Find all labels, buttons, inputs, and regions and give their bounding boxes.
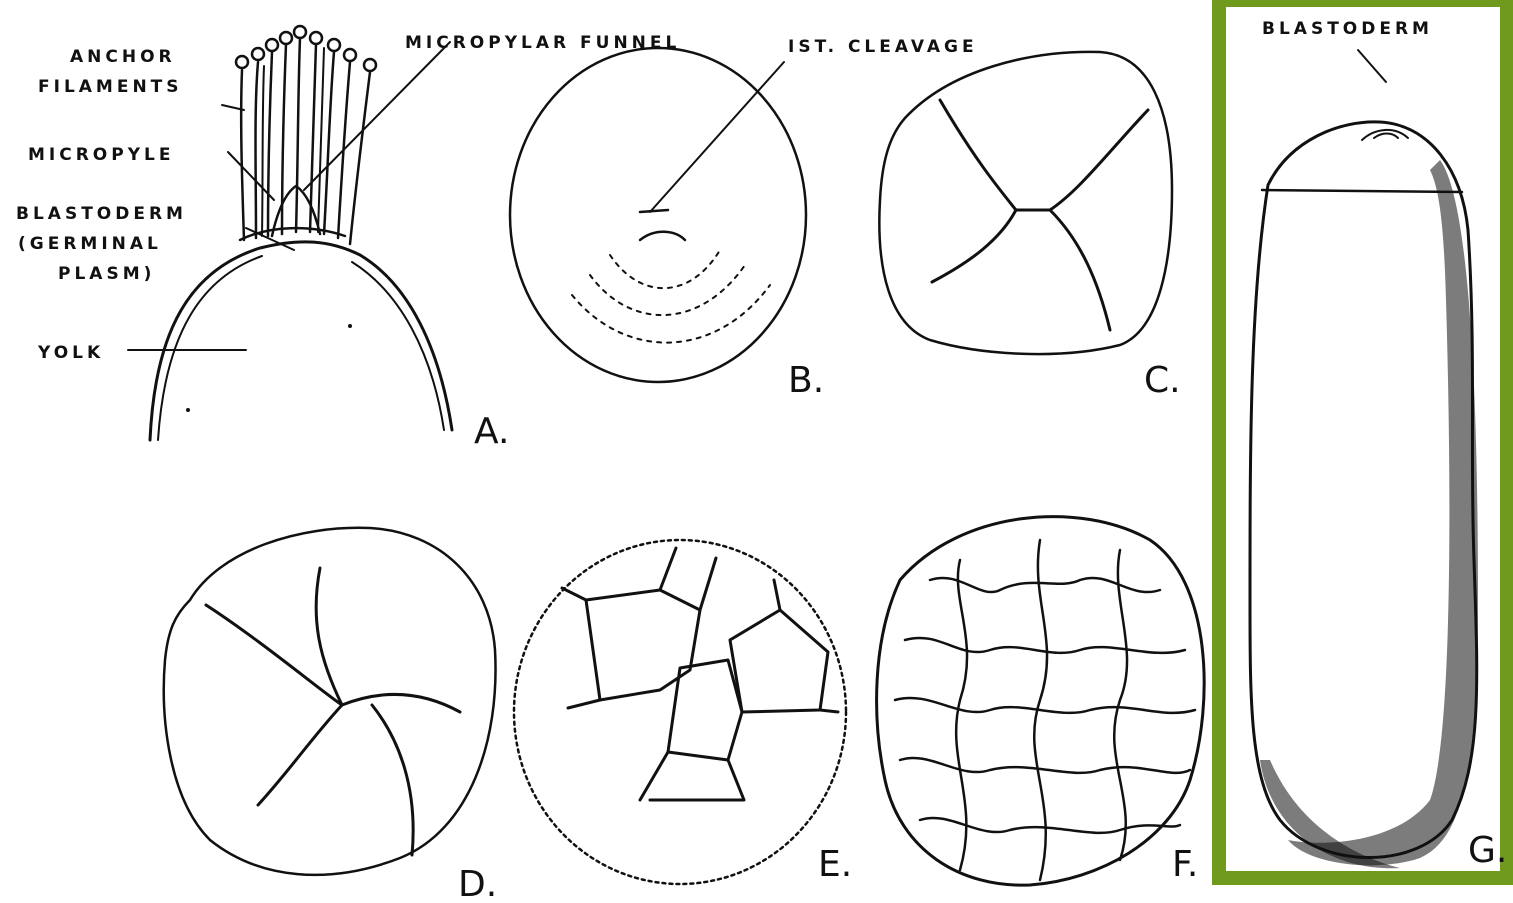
panel-label-a: A. [474,411,509,452]
label-yolk: YOLK [37,343,104,363]
label-blastoderm-a-line2: (GERMINAL [18,234,162,254]
panel-label-e: E. [818,844,852,885]
panel-b-first-cleavage-egg [510,48,806,382]
panel-f-late-cleavage [877,517,1205,886]
panel-c-four-cell-stage [879,52,1172,354]
panel-label-g: G. [1468,830,1507,871]
panel-e-multicell-stage [514,540,846,884]
label-blastoderm-a-line3: PLASM) [58,264,155,284]
label-blastoderm-a-line1: BLASTODERM [16,204,187,224]
label-anchor-line1: ANCHOR [70,47,176,67]
panel-label-b: B. [788,360,824,401]
label-first-cleavage: IST. CLEAVAGE [788,37,978,57]
panel-label-f: F. [1172,844,1198,885]
anchor-filaments [236,26,376,244]
panel-label-c: C. [1144,360,1181,401]
label-blastoderm-g: BLASTODERM [1262,19,1433,39]
panel-d-cleavage-stage [164,528,496,875]
label-anchor-line2: FILAMENTS [38,77,183,97]
panel-g-elongated-egg [1250,50,1478,868]
label-micropyle: MICROPYLE [28,145,174,165]
panel-label-d: D. [458,864,497,903]
